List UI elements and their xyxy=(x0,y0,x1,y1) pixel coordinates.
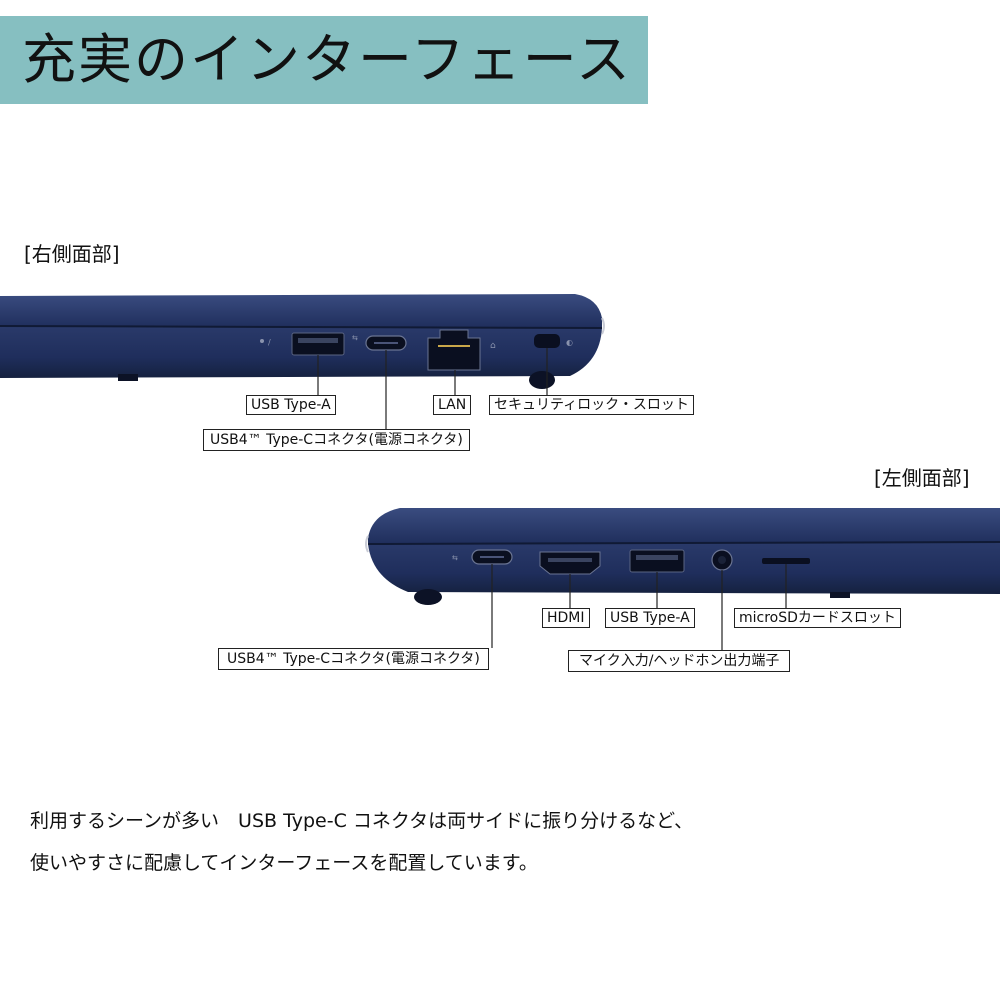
left-audio-label: マイク入力/ヘッドホン出力端子 xyxy=(568,650,791,672)
description-line-2: 使いやすさに配慮してインターフェースを配置しています。 xyxy=(30,852,538,874)
right-usb-a-label: USB Type-A xyxy=(246,395,336,415)
description-line-1: 利用するシーンが多い USB Type-C コネクタは両サイドに振り分けるなど、 xyxy=(30,810,694,832)
right-lan-label: LAN xyxy=(433,395,472,415)
right-side-laptop: / ⇆ ⌂ ◐ xyxy=(0,294,605,389)
left-usb-c-label: USB4™ Type-Cコネクタ(電源コネクタ) xyxy=(218,648,489,670)
left-hdmi-label: HDMI xyxy=(542,608,590,628)
left-leader-lines xyxy=(491,564,787,650)
right-usb-c-label: USB4™ Type-Cコネクタ(電源コネクタ) xyxy=(203,429,470,451)
left-side-laptop: ⇆ xyxy=(365,508,1000,605)
left-microsd-label: microSDカードスロット xyxy=(734,608,901,628)
svg-text:⇆: ⇆ xyxy=(352,334,358,342)
right-security-slot-label: セキュリティロック・スロット xyxy=(489,395,694,415)
right-leader-lines xyxy=(317,348,548,429)
right-side-label: [右側面部] xyxy=(24,242,120,266)
left-usb-a-label: USB Type-A xyxy=(605,608,695,628)
left-side-label: [左側面部] xyxy=(874,466,970,490)
page-title: 充実のインターフェース xyxy=(22,28,633,91)
svg-text:⌂: ⌂ xyxy=(490,341,496,351)
title-band: 充実のインターフェース xyxy=(0,16,648,104)
svg-text:◐: ◐ xyxy=(566,338,573,347)
svg-text:/: / xyxy=(268,338,271,347)
svg-text:⇆: ⇆ xyxy=(452,554,458,562)
